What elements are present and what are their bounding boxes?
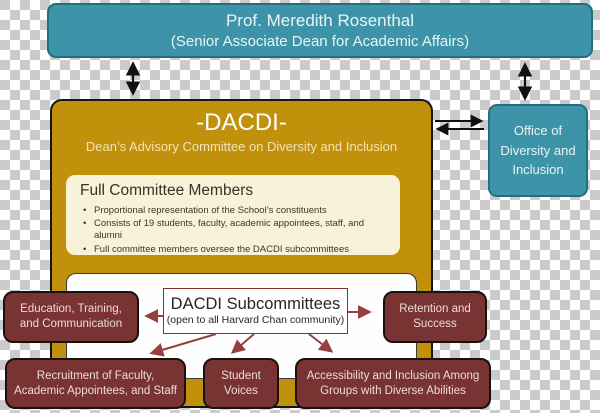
node-recruitment-faculty: Recruitment of Faculty, Academic Appoint… [5, 358, 186, 409]
node-prof-rosenthal: Prof. Meredith Rosenthal (Senior Associa… [47, 3, 593, 58]
full-committee-bullet: Consists of 19 students, faculty, academ… [80, 218, 386, 243]
full-committee-panel: Full Committee Members Proportional repr… [66, 175, 400, 257]
dacdi-subtitle: Dean’s Advisory Committee on Diversity a… [85, 139, 398, 155]
node-office-of-diversity: Office of Diversity and Inclusion [488, 104, 588, 197]
node-student-voices: Student Voices [203, 358, 279, 409]
rosenthal-name: Prof. Meredith Rosenthal [225, 11, 415, 31]
rosenthal-role: (Senior Associate Dean for Academic Affa… [170, 32, 470, 50]
subcommittees-hub: DACDI Subcommittees (open to all Harvard… [163, 288, 348, 334]
dacdi-title: -DACDI- [196, 109, 287, 136]
full-committee-bullet-list: Proportional representation of the Schoo… [80, 204, 386, 257]
node-retention-success: Retention and Success [383, 291, 487, 343]
subcommittees-subtitle: (open to all Harvard Chan community) [166, 314, 345, 327]
node-accessibility-inclusion: Accessibility and Inclusion Among Groups… [295, 358, 491, 409]
full-committee-bullet: Proportional representation of the Schoo… [80, 205, 386, 218]
subcommittees-title: DACDI Subcommittees [170, 295, 341, 314]
full-committee-bullet: Full committee members oversee the DACDI… [80, 244, 386, 257]
node-education-training: Education, Training, and Communication [3, 291, 139, 343]
full-committee-heading: Full Committee Members [80, 182, 254, 199]
